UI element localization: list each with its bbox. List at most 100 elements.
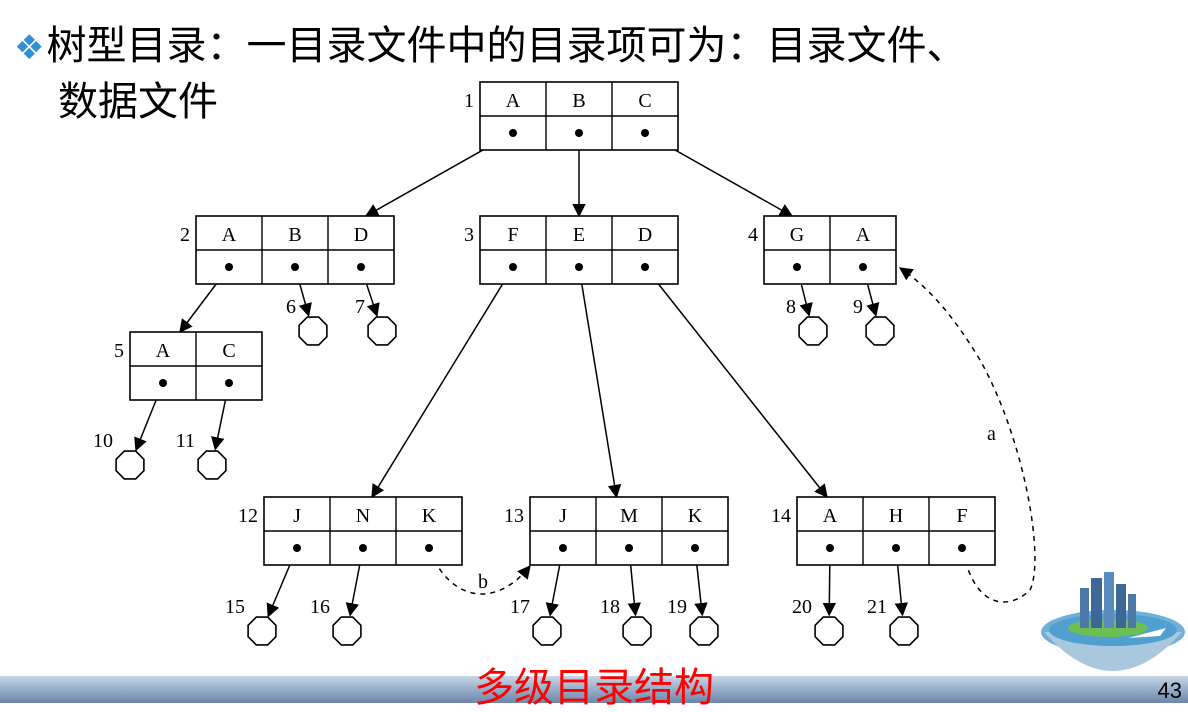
entry-name: A	[156, 340, 171, 362]
file-octagon	[197, 450, 227, 480]
link-arrow-b	[429, 550, 531, 595]
heading-text-1: 树型目录：一目录文件中的目录项可为：目录文件、	[46, 23, 967, 69]
file-octagon	[115, 450, 145, 480]
globe-city-logo	[1041, 572, 1185, 671]
entry-name: B	[288, 224, 301, 246]
file-number: 9	[853, 296, 863, 318]
file-node-10: 10	[93, 430, 145, 480]
pointer-dot	[958, 544, 966, 552]
pointer-arrow	[644, 266, 828, 499]
entry-name: F	[956, 505, 967, 527]
file-number: 20	[792, 596, 812, 618]
file-octagon	[622, 616, 652, 646]
link-arrow-a	[898, 267, 1036, 603]
file-octagon	[814, 616, 844, 646]
file-node-17: 17	[510, 596, 562, 646]
entry-name: J	[293, 505, 301, 527]
entry-name: C	[222, 340, 235, 362]
heading-line-2: 数据文件	[58, 79, 218, 125]
pointer-arrow	[371, 266, 514, 499]
entry-name: A	[506, 90, 521, 112]
pointer-dot	[559, 544, 567, 552]
directory-number: 2	[180, 224, 190, 246]
link-label: b	[478, 571, 488, 593]
pointer-dot	[159, 379, 167, 387]
file-octagon	[532, 616, 562, 646]
heading-line-1: ❖树型目录：一目录文件中的目录项可为：目录文件、	[14, 22, 966, 72]
pointer-dot	[625, 544, 633, 552]
file-octagon	[798, 316, 828, 346]
page-number: 43	[1157, 678, 1182, 703]
file-number: 15	[225, 596, 245, 618]
pointer-dot	[859, 263, 867, 271]
entry-name: D	[638, 224, 652, 246]
file-node-16: 16	[310, 596, 362, 646]
file-number: 18	[600, 596, 620, 618]
entry-name: B	[572, 90, 585, 112]
directory-number: 3	[464, 224, 474, 246]
directory-number: 14	[771, 505, 791, 527]
file-octagon	[889, 616, 919, 646]
file-number: 21	[867, 596, 887, 618]
entry-name: N	[356, 505, 370, 527]
file-octagon	[332, 616, 362, 646]
link-label: a	[987, 423, 996, 445]
file-node-6: 6	[286, 296, 328, 346]
footer-bar	[0, 676, 1188, 703]
pointer-dot	[641, 129, 649, 137]
file-octagon	[367, 316, 397, 346]
file-node-20: 20	[792, 596, 844, 646]
pointer-dot	[826, 544, 834, 552]
entry-name: D	[354, 224, 368, 246]
file-number: 16	[310, 596, 330, 618]
pointer-dot	[575, 129, 583, 137]
file-node-21: 21	[867, 596, 919, 646]
pointer-arrow	[578, 266, 622, 499]
file-node-7: 7	[355, 296, 397, 346]
directory-number: 12	[238, 505, 258, 527]
file-node-8: 8	[786, 296, 828, 346]
pointer-dot	[691, 544, 699, 552]
pointer-dot	[509, 263, 517, 271]
directory-number: 13	[504, 505, 524, 527]
file-node-15: 15	[225, 596, 277, 646]
entry-name: A	[823, 505, 838, 527]
entry-name: F	[507, 224, 518, 246]
pointer-dot	[359, 544, 367, 552]
directory-number: 1	[464, 90, 474, 112]
file-octagon	[689, 616, 719, 646]
file-number: 17	[510, 596, 530, 618]
footer-title: 多级目录结构	[474, 665, 714, 711]
entry-name: A	[856, 224, 871, 246]
file-number: 10	[93, 430, 113, 452]
diamond-cluster-icon: ❖	[14, 28, 45, 68]
entry-name: J	[559, 505, 567, 527]
file-number: 8	[786, 296, 796, 318]
pointer-dot	[575, 263, 583, 271]
pointer-dot	[291, 263, 299, 271]
file-node-11: 11	[176, 430, 227, 480]
pointer-dot	[225, 379, 233, 387]
file-octagon	[865, 316, 895, 346]
pointer-dot	[793, 263, 801, 271]
pointer-dot	[641, 263, 649, 271]
entry-name: K	[688, 505, 703, 527]
pointer-dot	[225, 263, 233, 271]
directory-number: 5	[114, 340, 124, 362]
file-number: 6	[286, 296, 296, 318]
entry-name: M	[620, 505, 638, 527]
directory-block-14: 14 A H F	[771, 496, 996, 566]
file-number: 11	[176, 430, 195, 452]
directory-block-13: 13 J M K	[504, 496, 729, 566]
pointer-dot	[509, 129, 517, 137]
file-octagon	[298, 316, 328, 346]
entry-name: H	[889, 505, 903, 527]
file-number: 19	[667, 596, 687, 618]
directory-block-5: 5 A C	[114, 331, 263, 401]
entry-name: G	[790, 224, 804, 246]
